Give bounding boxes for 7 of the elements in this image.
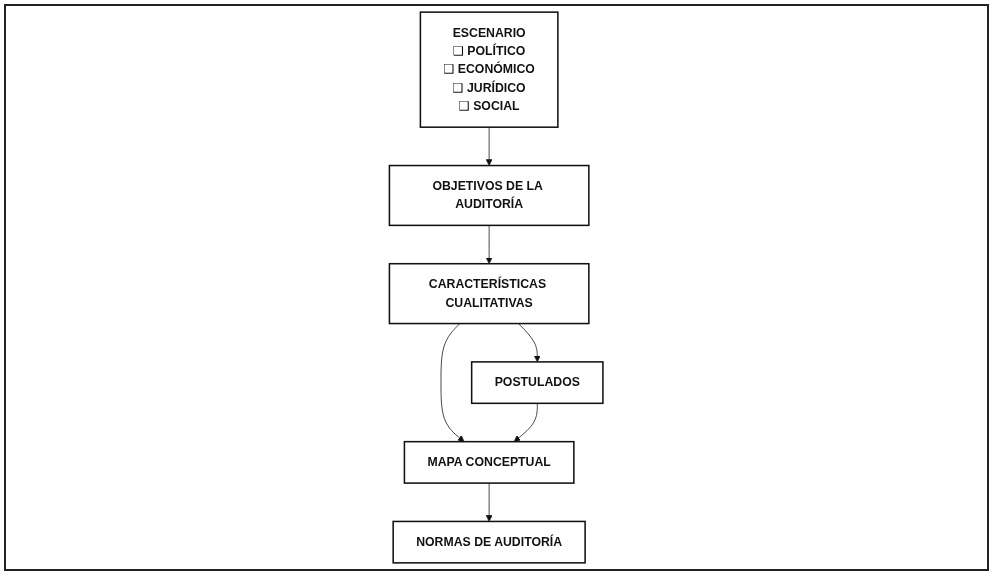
node-box (392, 520, 587, 564)
node-box (471, 361, 604, 405)
node-box (389, 164, 590, 227)
node-box (389, 262, 590, 325)
node-box (419, 11, 559, 128)
diagram-frame: ESCENARIO ❑ POLÍTICO ❑ ECONÓMICO ❑ JURÍDICO ❑ SOCIAL OBJETIVOS DE LA AUDITORÍA CARACTERÍSTICAS CUALITATIVAS POSTULADOS MAPA CONCEPTUAL NORMAS DE AUDITORÍA (4, 4, 989, 571)
node-box (404, 440, 575, 484)
